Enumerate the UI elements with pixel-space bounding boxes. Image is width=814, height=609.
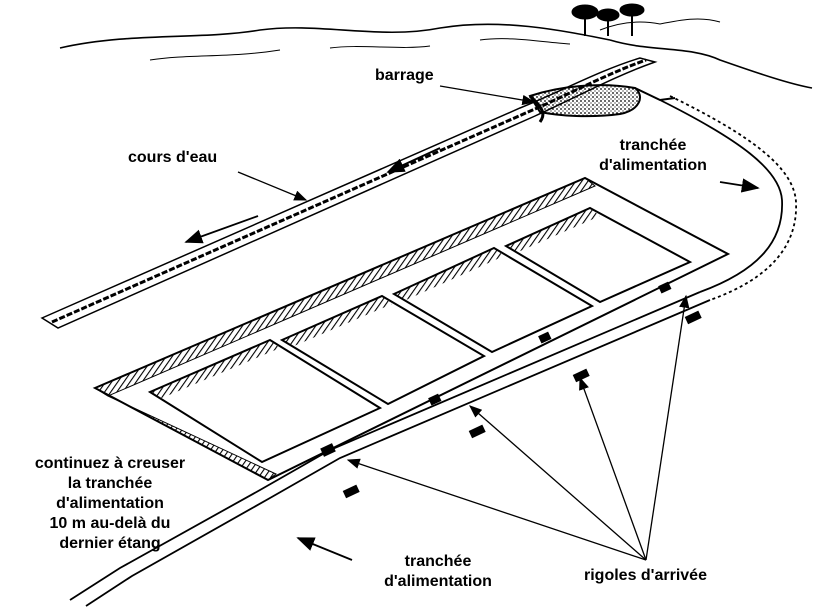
label-rigoles: rigoles d'arrivée [584, 567, 707, 584]
label-barrage: barrage [375, 67, 434, 84]
upper-feeder-channel [659, 95, 797, 301]
label-tranchee-top: tranchée d'alimentation [599, 137, 707, 174]
label-continuez: continuez à creuser la tranchée d'alimen… [34, 455, 186, 552]
leader-lines [237, 85, 690, 561]
lower-feeder-channel [69, 291, 711, 607]
trees [571, 3, 645, 36]
hills [59, 18, 813, 89]
dam [528, 84, 676, 123]
label-tranchee-bottom: tranchée d'alimentation [384, 553, 492, 590]
pond-complex [92, 176, 731, 482]
label-cours-deau: cours d'eau [128, 149, 218, 166]
inlet-structures [320, 281, 702, 499]
flow-arrows [184, 147, 760, 561]
